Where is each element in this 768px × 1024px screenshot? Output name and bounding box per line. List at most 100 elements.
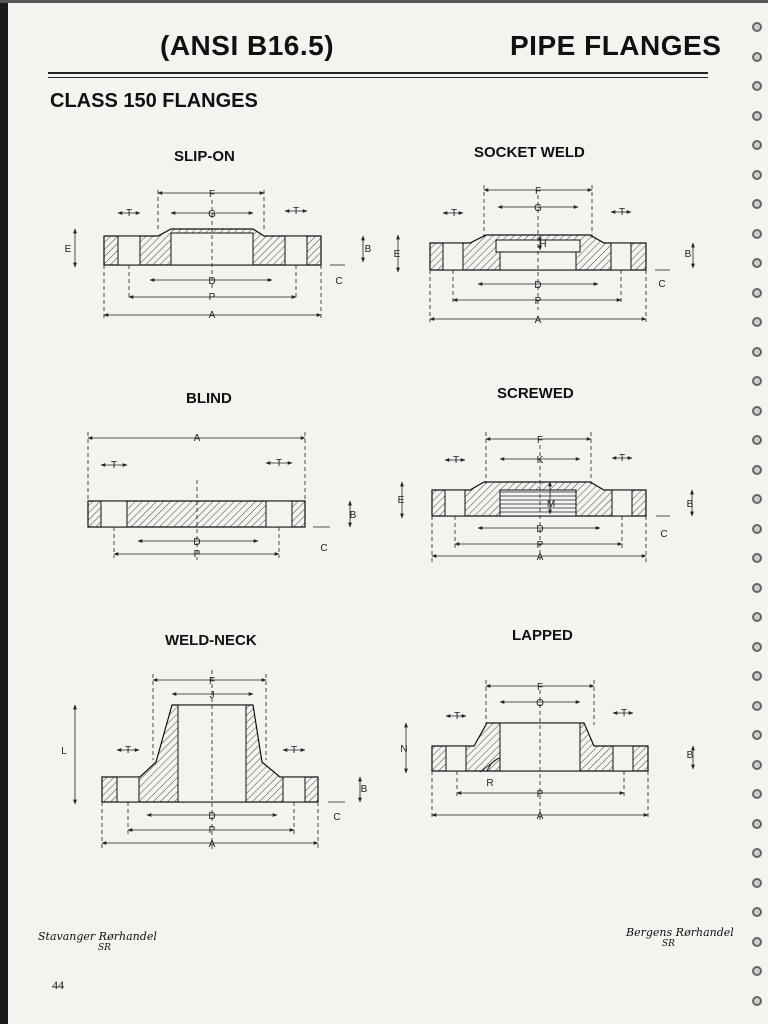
binding-ring	[752, 199, 762, 209]
header-rule	[48, 72, 708, 74]
binding-ring	[752, 553, 762, 563]
socket-weld-label-h: H	[539, 239, 546, 250]
screwed-bolt-hole-left	[444, 489, 466, 517]
blind-label-t-left: T	[111, 460, 117, 471]
weld-neck-label-c: C	[333, 812, 340, 823]
binding-ring	[752, 435, 762, 445]
header-rule-thin	[48, 77, 708, 78]
socket-weld-label-f: F	[535, 186, 541, 197]
logo-mark-right: SR	[662, 939, 675, 949]
binding-ring	[752, 877, 762, 888]
page-top-edge	[0, 0, 768, 3]
subject-title: PIPE FLANGES	[510, 30, 722, 61]
lapped-bolt-hole-left	[445, 745, 467, 772]
blind-label-d: D	[193, 537, 200, 548]
screwed-label-f: F	[537, 435, 543, 446]
socket-weld-bolt-hole-right	[610, 242, 632, 271]
binding-ring	[752, 258, 762, 268]
logo-stavanger: Stavanger Rørhandel SR	[38, 930, 157, 953]
binding-ring	[752, 995, 762, 1006]
logo-bergens-text: Bergens Rørhandel	[626, 926, 734, 939]
binding-ring	[752, 169, 762, 180]
binding-ring	[752, 140, 762, 150]
binding-ring	[752, 966, 762, 976]
binding-ring	[752, 582, 762, 593]
diagram-title-slip-on: SLIP-ON	[174, 148, 235, 165]
weld-neck-label-a: A	[209, 839, 216, 850]
diagram-title-blind: BLIND	[186, 390, 232, 407]
binding-ring	[752, 730, 762, 740]
diagram-title-lapped: LAPPED	[512, 627, 573, 644]
binding-ring	[752, 110, 762, 121]
weld-neck-label-l: L	[61, 746, 67, 757]
slip-on-bolt-hole-right	[284, 235, 308, 266]
binding-ring	[752, 612, 762, 622]
diagram-title-weld-neck: WELD-NECK	[165, 632, 257, 649]
socket-weld-label-p: P	[535, 296, 542, 307]
socket-weld-label-c: C	[658, 279, 665, 290]
weld-neck-label-p: P	[209, 825, 216, 836]
binding-ring	[752, 818, 762, 829]
lapped-label-o: O	[536, 698, 544, 709]
slip-on-label-t-left: T	[126, 208, 132, 219]
slip-on-label-d: D	[208, 276, 215, 287]
blind-body	[87, 500, 306, 528]
blind-label-p: P	[194, 549, 201, 560]
spiral-binding	[742, 0, 768, 1024]
slip-on-label-g: G	[208, 209, 216, 220]
lapped-label-t-left: T	[454, 711, 460, 722]
binding-ring	[752, 287, 762, 298]
blind-label-t-right: T	[276, 458, 282, 469]
binding-ring	[752, 376, 762, 386]
lapped-label-t-right: T	[621, 708, 627, 719]
binding-ring	[752, 848, 762, 858]
binding-ring	[752, 346, 762, 357]
screwed-label-p: P	[537, 540, 544, 551]
socket-weld-label-d: D	[534, 280, 541, 291]
socket-weld-label-t-left: T	[451, 208, 457, 219]
socket-weld-label-e: E	[394, 249, 401, 260]
logo-stavanger-text: Stavanger Rørhandel	[38, 930, 157, 943]
slip-on-label-c: C	[335, 276, 342, 287]
slip-on-label-p: P	[209, 292, 216, 303]
binding-ring	[752, 759, 762, 770]
diagram-title-socket-weld: SOCKET WELD	[474, 144, 585, 161]
screwed-label-b: B	[687, 499, 694, 510]
logo-mark-left: SR	[98, 943, 111, 953]
screwed-label-a: A	[537, 552, 544, 563]
slip-on-bolt-hole-left	[117, 235, 141, 266]
lapped-r-leader	[479, 759, 497, 773]
binding-ring	[752, 81, 762, 91]
binding-ring	[752, 317, 762, 327]
binding-ring	[752, 51, 762, 62]
binding-ring	[752, 494, 762, 504]
standard-title: (ANSI B16.5)	[160, 30, 335, 61]
blind-label-a: A	[194, 433, 201, 444]
lapped-bolt-hole-right	[612, 745, 634, 772]
binding-ring	[752, 22, 762, 32]
screwed-label-d: D	[536, 524, 543, 535]
blind-bolt-hole-left	[100, 500, 128, 528]
binding-ring	[752, 936, 762, 947]
weld-neck-bolt-hole-right	[282, 776, 306, 803]
screwed-label-t-right: T	[619, 453, 625, 464]
screwed-bolt-hole-right	[611, 489, 633, 517]
slip-on-label-e: E	[65, 244, 72, 255]
socket-weld-bolt-hole-left	[442, 242, 464, 271]
screwed-label-c: C	[660, 529, 667, 540]
class-title: CLASS 150 FLANGES	[50, 90, 258, 112]
screwed-label-e: E	[398, 495, 405, 506]
binding-ring	[752, 700, 762, 711]
lapped-label-f: F	[537, 682, 543, 693]
slip-on-label-t-right: T	[293, 206, 299, 217]
lapped-label-p: P	[537, 789, 544, 800]
screwed-label-k: K	[537, 455, 544, 466]
lapped-label-r: R	[486, 778, 493, 789]
socket-weld-label-a: A	[535, 315, 542, 326]
weld-neck-label-j: J	[210, 690, 215, 701]
